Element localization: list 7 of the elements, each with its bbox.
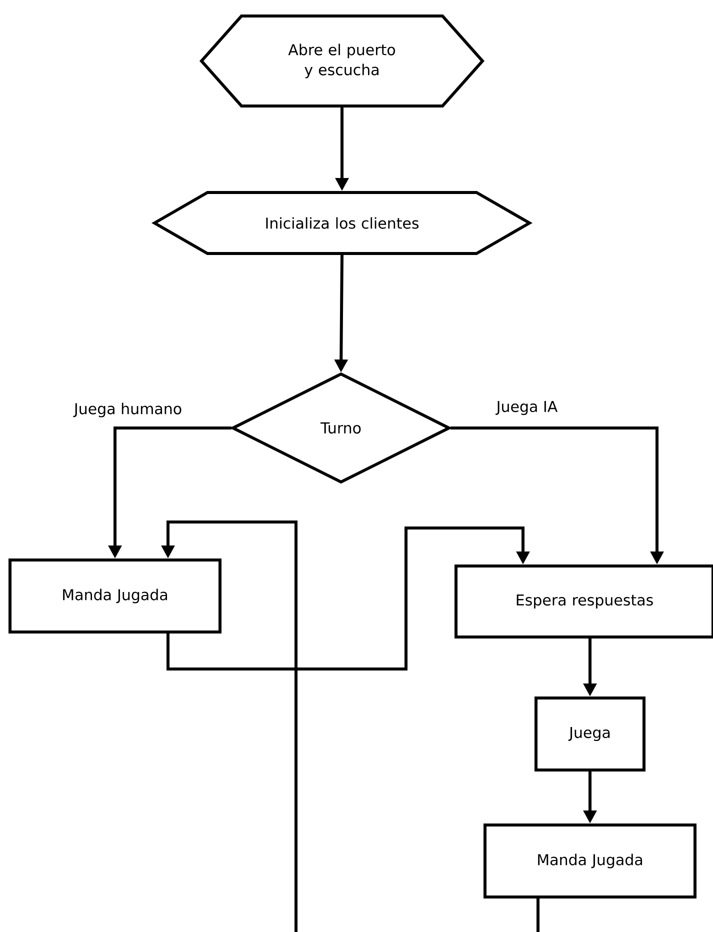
edge-label: Juega IA <box>495 400 559 416</box>
process-box: Juega <box>534 696 646 772</box>
process-box: Manda Jugada <box>484 824 696 898</box>
arrow <box>166 526 530 670</box>
edge-label: Juega humano <box>72 402 184 418</box>
process-box: Espera respuestas <box>454 564 713 638</box>
process-box: Manda Jugada <box>8 558 222 634</box>
